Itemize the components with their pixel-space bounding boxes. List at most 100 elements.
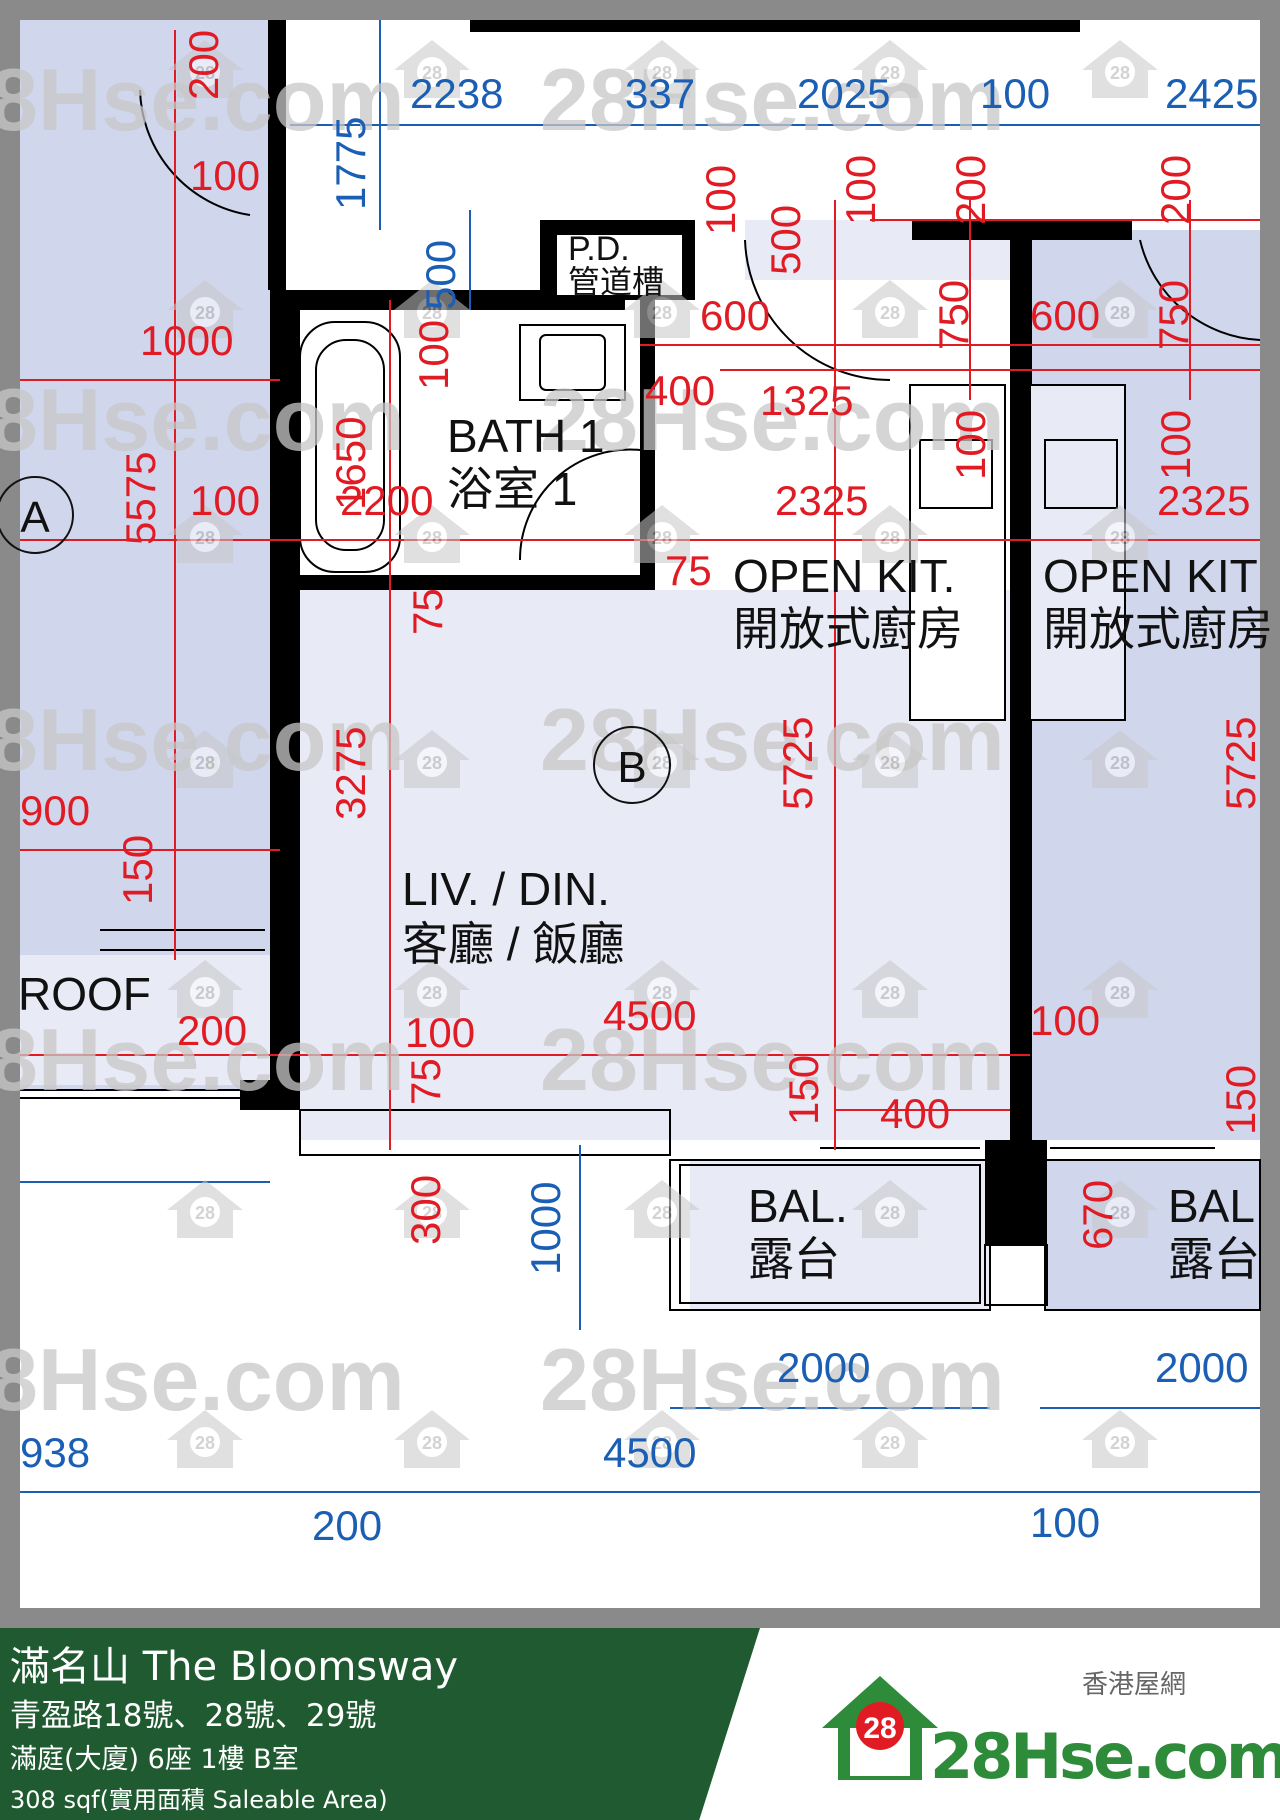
watermark-house-icon: 28	[167, 1410, 243, 1468]
neighbor-door-swing	[139, 89, 251, 216]
watermark-icon-number: 28	[195, 1433, 215, 1453]
dim-label: 1000	[140, 317, 233, 364]
watermark-house-icon: 28	[167, 505, 243, 563]
house-logo-icon: 28	[822, 1676, 938, 1780]
watermark-house-icon: 28	[394, 280, 470, 338]
watermark-icon-number: 28	[195, 983, 215, 1003]
floor-plan: 28Hse.com 28Hse.com 28Hse.com 28Hse.com …	[0, 20, 1273, 1608]
dim-label: 100	[1030, 1499, 1100, 1546]
room-label-cn-pd: 管道槽	[568, 264, 664, 300]
watermark-house-icon: 28	[1082, 505, 1158, 563]
watermark-icon-number: 28	[195, 753, 215, 773]
dim-label: 2025	[797, 70, 890, 117]
dim-label: 900	[20, 787, 90, 834]
dim-label: 75	[404, 588, 451, 635]
watermark-house-icon: 28	[1082, 730, 1158, 788]
dim-label: 2238	[410, 70, 503, 117]
dim-label: 4500	[603, 1429, 696, 1476]
watermark-house-icon: 28	[1082, 1180, 1158, 1238]
watermark-house-icon: 28	[852, 1410, 928, 1468]
watermark-icon-number: 28	[1110, 1433, 1130, 1453]
watermark-house-icon: 28	[394, 960, 470, 1018]
dim-label: 150	[780, 1055, 827, 1125]
watermark-text: 28Hse.com	[540, 50, 1005, 149]
balcony-area	[690, 1160, 990, 1310]
watermark-house-icon: 28	[852, 505, 928, 563]
dim-label: 600	[1030, 292, 1100, 339]
watermark-icon-number: 28	[880, 983, 900, 1003]
blue-dimension-lines	[20, 20, 1260, 1493]
watermark-icon-number: 28	[1110, 983, 1130, 1003]
watermark-icon-number: 28	[195, 1203, 215, 1223]
room-label-en-bath: BATH 1	[447, 410, 605, 462]
room-label-en-liv: LIV. / DIN.	[402, 863, 610, 915]
dim-label: 1000	[522, 1182, 569, 1275]
watermark-icon-number: 28	[880, 753, 900, 773]
watermark-house-icon: 28	[624, 280, 700, 338]
unit-marker-b: B	[617, 743, 646, 792]
dim-label: 5725	[774, 717, 821, 810]
bathtub-inner	[315, 339, 385, 551]
watermark-icon-number: 28	[422, 983, 442, 1003]
watermark-house-icon: 28	[852, 960, 928, 1018]
room-label-cn-liv: 客廳 / 飯廳	[402, 918, 624, 970]
watermark-icon-number: 28	[422, 528, 442, 548]
sink-right	[1044, 439, 1118, 509]
dim-label: 100	[947, 410, 994, 480]
dim-label: 150	[114, 835, 161, 905]
room-label-en-kitchen-right: OPEN KIT	[1043, 550, 1258, 602]
dim-label: 750	[1150, 280, 1197, 350]
dim-label: 200	[947, 155, 994, 225]
liv-din-area	[300, 590, 1020, 1140]
dim-label: 2200	[340, 477, 433, 524]
dim-label: 1325	[760, 377, 853, 424]
dim-label: 5725	[1217, 717, 1264, 810]
dim-label: 100	[190, 152, 260, 199]
room-label-en-roof: ROOF	[18, 968, 151, 1020]
watermark-house-icon: 28	[167, 40, 243, 98]
watermark-icon-number: 28	[652, 63, 672, 83]
watermark-icon-number: 28	[422, 63, 442, 83]
dim-label: 400	[880, 1090, 950, 1137]
footer: 滿名山 The Bloomsway 青盈路18號、28號、29號 滿庭(大廈) …	[0, 1628, 1280, 1820]
dim-label: 200	[177, 1007, 247, 1054]
dim-label: 750	[930, 280, 977, 350]
dim-label: 337	[625, 70, 695, 117]
watermark-house-icon: 28	[624, 40, 700, 98]
logo-badge-number: 28	[863, 1712, 896, 1745]
room-label-cn-kitchen: 開放式廚房	[733, 603, 963, 655]
dim-label: 100	[190, 477, 260, 524]
property-area: 308 sqf(實用面積 Saleable Area)	[10, 1786, 388, 1814]
watermark-icon-number: 28	[195, 528, 215, 548]
dim-label: 938	[20, 1429, 90, 1476]
watermark-house-icon: 28	[394, 1410, 470, 1468]
dim-label: 200	[1152, 155, 1199, 225]
watermark-text: 28Hse.com	[540, 1330, 1005, 1429]
dim-label: 2000	[777, 1344, 870, 1391]
watermark-house-icon: 28	[624, 1410, 700, 1468]
dim-label: 100	[1152, 410, 1199, 480]
dim-label: 100	[1030, 997, 1100, 1044]
dim-label: 150	[1217, 1065, 1264, 1135]
dim-label: 1650	[327, 417, 374, 510]
property-title: 滿名山 The Bloomsway	[10, 1644, 459, 1690]
dim-label: 1775	[327, 117, 374, 210]
room-label-cn-bal: 露台	[748, 1233, 840, 1285]
unit-marker-a-circle	[0, 476, 74, 554]
watermark-house-icon: 28	[167, 960, 243, 1018]
watermark-house-icon: 28	[167, 730, 243, 788]
sink	[919, 439, 993, 509]
dim-label: 4500	[603, 992, 696, 1039]
watermark-icon-number: 28	[652, 528, 672, 548]
basin-counter	[519, 324, 626, 401]
brand-chinese-name: 香港屋網	[1082, 1670, 1187, 1700]
watermark-house-icon: 28	[1082, 40, 1158, 98]
dim-label: 100	[837, 155, 884, 225]
room-label-cn-kitchen-right: 開放式廚房	[1043, 603, 1273, 655]
watermark-house-icon: 28	[1082, 960, 1158, 1018]
watermark-house-icon: 28	[1082, 1410, 1158, 1468]
unit-marker-a: A	[20, 493, 50, 542]
watermark-icon-number: 28	[1110, 528, 1130, 548]
room-label-en-bal-right: BAL	[1168, 1180, 1255, 1232]
